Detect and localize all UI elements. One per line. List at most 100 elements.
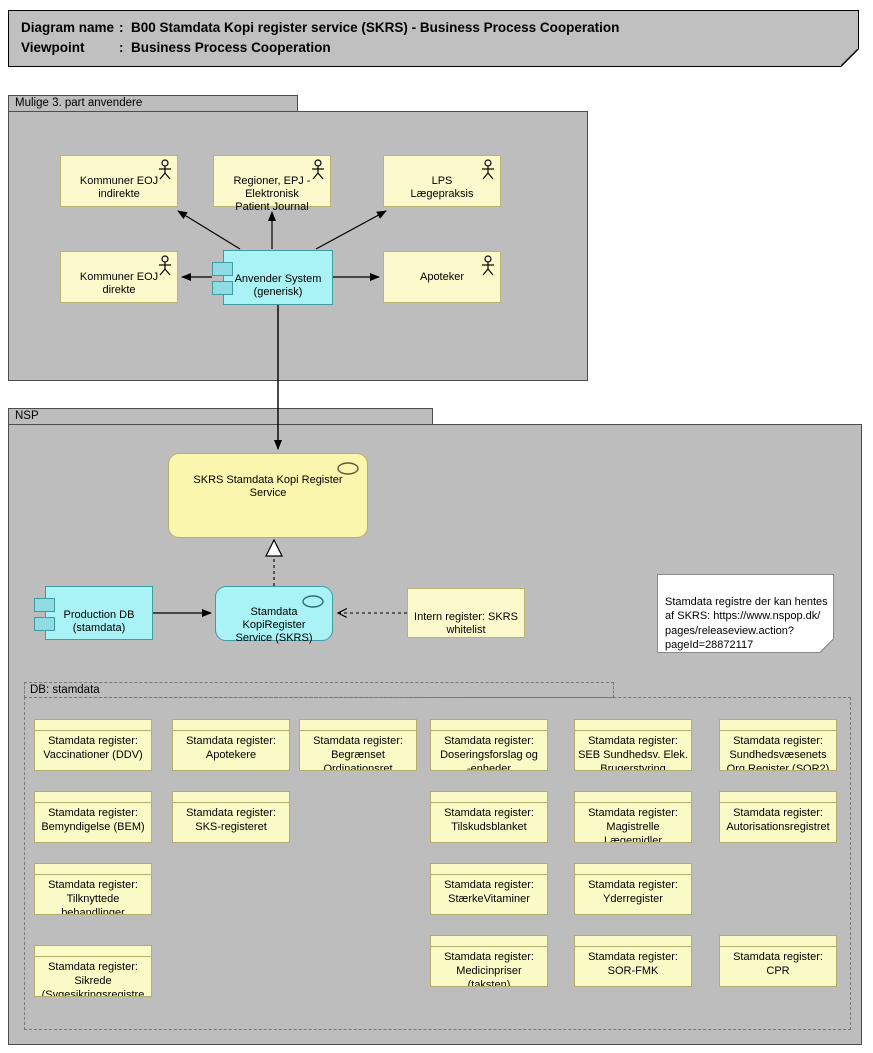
actor-apoteker[interactable]: Apoteker <box>383 251 501 303</box>
component-tab-icon <box>212 262 233 276</box>
register-label: Stamdata register: Autorisationsregistre… <box>726 807 830 833</box>
data-object-bar <box>720 720 836 731</box>
register-doseringsforslag[interactable]: Stamdata register: Doseringsforslag og -… <box>430 719 548 771</box>
register-label: Stamdata register: Yderregister <box>588 879 678 905</box>
actor-label: LPS Lægepraksis <box>410 175 474 200</box>
register-staerkevitaminer[interactable]: Stamdata register: StærkeVitaminer <box>430 863 548 915</box>
register-label: Stamdata register: Vaccinationer (DDV) <box>43 735 143 761</box>
group-tab-third-party[interactable]: Mulige 3. part anvendere <box>8 95 298 112</box>
service-label: SKRS Stamdata Kopi Register Service <box>193 474 343 499</box>
data-object-bar <box>575 864 691 875</box>
data-object-bar <box>300 720 416 731</box>
data-object-bar <box>431 936 547 947</box>
register-sikrede[interactable]: Stamdata register: Sikrede (Sygesikrings… <box>34 945 152 997</box>
register-label: Stamdata register: Bemyndigelse (BEM) <box>41 807 145 833</box>
register-yderregister[interactable]: Stamdata register: Yderregister <box>574 863 692 915</box>
data-object-bar <box>173 720 289 731</box>
register-bemyndigelse-bem[interactable]: Stamdata register: Bemyndigelse (BEM) <box>34 791 152 843</box>
register-seb-brugerstyring[interactable]: Stamdata register: SEB Sundhedsv. Elek. … <box>574 719 692 771</box>
viewpoint-label: Viewpoint <box>21 40 85 55</box>
group-tab-nsp[interactable]: NSP <box>8 408 433 425</box>
group-body-third-party[interactable] <box>8 111 588 381</box>
actor-label: Apoteker <box>419 271 465 283</box>
register-label: Stamdata register: Medicinpriser (takste… <box>444 951 534 987</box>
actor-icon <box>159 159 171 180</box>
data-object-bar <box>35 720 151 731</box>
data-object-bar <box>431 720 547 731</box>
data-object-bar <box>35 946 151 957</box>
component-production-db[interactable]: Production DB (stamdata) <box>34 586 153 640</box>
register-cpr[interactable]: Stamdata register: CPR <box>719 935 837 987</box>
actor-icon <box>482 159 494 180</box>
diagram-name-label: Diagram name <box>21 20 115 35</box>
register-label: Stamdata register: StærkeVitaminer <box>444 879 534 905</box>
object-label: Intern register: SKRS whitelist <box>414 611 518 636</box>
component-label: Anvender System (generisk) <box>234 273 322 298</box>
service-icon <box>337 462 359 475</box>
register-label: Stamdata register: Sikrede (Sygesikrings… <box>41 961 145 997</box>
register-medicinpriser-taksten[interactable]: Stamdata register: Medicinpriser (takste… <box>430 935 548 987</box>
register-magistrelle-laegemidler[interactable]: Stamdata register: Magistrelle Lægemidle… <box>574 791 692 843</box>
component-tab-icon <box>34 617 55 631</box>
service-label: Stamdata KopiRegister Service (SKRS) <box>235 606 313 644</box>
viewpoint-row: Viewpoint : Business Process Cooperation <box>21 38 846 58</box>
register-label: Stamdata register: Magistrelle Lægemidle… <box>588 807 678 843</box>
data-object-bar <box>35 792 151 803</box>
actor-regioner-epj[interactable]: Regioner, EPJ - Elektronisk Patient Jour… <box>213 155 331 213</box>
actor-icon <box>312 159 324 180</box>
actor-label: Regioner, EPJ - Elektronisk Patient Jour… <box>233 175 311 213</box>
register-label: Stamdata register: Begrænset Ordinations… <box>313 735 403 771</box>
register-vaccinationer-ddv[interactable]: Stamdata register: Vaccinationer (DDV) <box>34 719 152 771</box>
actor-icon <box>482 255 494 276</box>
data-object-bar <box>431 792 547 803</box>
diagram-title-note: Diagram name : B00 Stamdata Kopi registe… <box>8 10 859 67</box>
service-icon <box>302 595 324 608</box>
object-intern-register-whitelist[interactable]: Intern register: SKRS whitelist <box>407 588 525 638</box>
register-label: Stamdata register: SOR-FMK <box>588 951 678 977</box>
component-anvender-system[interactable]: Anvender System (generisk) <box>212 250 333 305</box>
actor-kommuner-eoj-direkte[interactable]: Kommuner EOJ direkte <box>60 251 178 303</box>
diagram-name-row: Diagram name : B00 Stamdata Kopi registe… <box>21 18 846 38</box>
data-object-bar <box>173 792 289 803</box>
register-sks-registeret[interactable]: Stamdata register: SKS-registeret <box>172 791 290 843</box>
service-stamdata-kopiregister-skrs[interactable]: Stamdata KopiRegister Service (SKRS) <box>215 586 333 644</box>
register-label: Stamdata register: CPR <box>733 951 823 977</box>
actor-icon <box>159 255 171 276</box>
register-tilknyttede-behandlinger[interactable]: Stamdata register: Tilknyttede behandlin… <box>34 863 152 915</box>
register-begraenset-ordinationsret[interactable]: Stamdata register: Begrænset Ordinations… <box>299 719 417 771</box>
diagram-name-separator: : <box>119 20 124 35</box>
viewpoint-value: Business Process Cooperation <box>131 40 331 55</box>
folded-corner-icon <box>820 639 834 653</box>
data-object-bar <box>720 936 836 947</box>
register-tilskudsblanket[interactable]: Stamdata register: Tilskudsblanket <box>430 791 548 843</box>
note-stamdata-registre[interactable]: Stamdata registre der kan hentes af SKRS… <box>657 574 834 653</box>
component-label: Production DB (stamdata) <box>63 609 135 634</box>
register-label: Stamdata register: Tilskudsblanket <box>444 807 534 833</box>
component-tab-icon <box>34 598 55 612</box>
register-label: Stamdata register: Tilknyttede behandlin… <box>48 879 138 915</box>
data-object-bar <box>431 864 547 875</box>
diagram-name-value: B00 Stamdata Kopi register service (SKRS… <box>131 20 620 35</box>
register-label: Stamdata register: Apotekere <box>186 735 276 761</box>
viewpoint-separator: : <box>119 40 124 55</box>
service-skrs-stamdata-kopi-register[interactable]: SKRS Stamdata Kopi Register Service <box>168 453 368 538</box>
actor-kommuner-eoj-indirekte[interactable]: Kommuner EOJ indirekte <box>60 155 178 207</box>
register-autorisationsregistret[interactable]: Stamdata register: Autorisationsregistre… <box>719 791 837 843</box>
group-body-db-stamdata[interactable] <box>24 697 851 1030</box>
component-tab-icon <box>212 281 233 295</box>
register-sor-fmk[interactable]: Stamdata register: SOR-FMK <box>574 935 692 987</box>
data-object-bar <box>35 864 151 875</box>
register-label: Stamdata register: Doseringsforslag og -… <box>440 735 538 771</box>
register-apotekere[interactable]: Stamdata register: Apotekere <box>172 719 290 771</box>
register-label: Stamdata register: Sundhedsvæsenets Org … <box>726 735 830 771</box>
data-object-bar <box>575 792 691 803</box>
register-sor2[interactable]: Stamdata register: Sundhedsvæsenets Org … <box>719 719 837 771</box>
register-label: Stamdata register: SKS-registeret <box>186 807 276 833</box>
actor-lps-laegepraksis[interactable]: LPS Lægepraksis <box>383 155 501 207</box>
data-object-bar <box>575 936 691 947</box>
group-tab-db-stamdata[interactable]: DB: stamdata <box>24 682 614 698</box>
register-label: Stamdata register: SEB Sundhedsv. Elek. … <box>578 735 688 771</box>
actor-label: Kommuner EOJ direkte <box>79 271 159 296</box>
actor-label: Kommuner EOJ indirekte <box>79 175 159 200</box>
